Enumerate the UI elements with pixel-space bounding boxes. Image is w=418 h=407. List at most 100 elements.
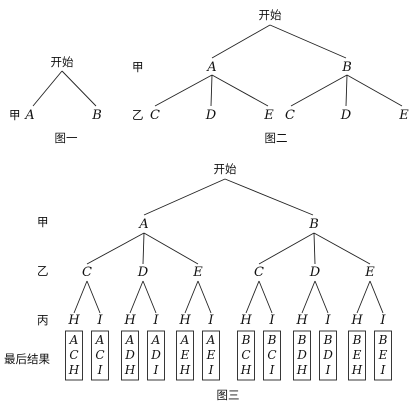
fig3-result-letter: I [325,363,331,377]
fig3-result-letter: B [297,333,307,347]
fig3-node-A-E-H: H [178,313,191,328]
fig2-player2-label: 乙 [132,108,144,122]
fig2-node-b-e: E [398,108,409,123]
fig3-result-letter: B [352,333,362,347]
fig3-result-letter: B [323,333,333,347]
fig3-result-box-ACI [91,330,109,381]
fig3-edge-A-E [143,232,199,265]
fig2-edge-a-c [154,74,213,107]
fig3-result-letter: H [68,363,80,377]
fig3-edge-B-E-H [356,280,371,314]
fig2-node-a-e: E [263,108,274,123]
fig3-result-letter: A [180,333,190,347]
fig3-result-box-AEI [202,330,220,381]
fig3-result-letter: D [322,348,333,362]
fig3-edge-A-C-I [86,280,101,314]
fig3-node-A-C-I: I [96,313,103,328]
fig3-edge-B-D [313,232,316,265]
figure-3: 开始 甲 A B 乙 丙 最后结果 CHACHIACIDHADHIADIEHAE… [4,162,392,402]
fig3-result-letter: E [352,348,362,362]
fig3-result-letter: D [150,348,161,362]
fig3-result-letter: E [206,348,216,362]
fig3-node-B-D-I: I [324,313,331,328]
fig2-caption: 图二 [265,131,288,145]
fig3-edge-B-C-H [245,280,260,314]
figure-2: 开始 甲 A B 乙 C D E C D E 图二 [132,8,409,145]
fig2-edge-b-e [346,74,403,107]
fig3-result-letter: I [269,363,275,377]
fig3-edge-B-C [258,232,315,265]
fig3-result-letter: C [241,348,250,362]
fig3-result-letter: A [151,333,161,347]
fig3-node-B-D-H: H [295,313,308,328]
fig3-result-letter: H [240,363,252,377]
fig3-final-label: 最后结果 [4,352,50,366]
fig2-player1-label: 甲 [132,60,144,74]
fig3-result-letter: H [296,363,308,377]
fig3-edge-A-D [142,232,145,265]
fig2-start-label: 开始 [259,8,282,22]
fig3-node-A-D-I: I [152,313,159,328]
fig2-node-b-d: D [340,108,352,123]
fig3-player2-label: 乙 [37,264,49,278]
fig3-node-A-E: E [192,265,203,280]
fig3-edge-A-D-I [142,280,157,314]
fig3-result-letter: I [380,363,386,377]
fig3-node-b: B [308,217,319,232]
fig3-result-letter: B [241,333,251,347]
fig3-result-box-BEI [374,330,392,381]
fig3-result-letter: I [153,363,159,377]
fig3-result-letter: D [124,348,135,362]
fig3-result-letter: C [267,348,276,362]
fig3-caption: 图三 [217,388,240,402]
fig2-edge-a [211,24,271,59]
fig3-result-letter: E [378,348,388,362]
fig3-node-A-C-H: H [67,313,80,328]
fig2-node-b-c: C [285,108,295,123]
fig3-result-box-BCI [263,330,281,381]
fig3-edge-A-E-H [184,280,199,314]
fig3-result-letter: E [180,348,190,362]
fig3-result-letter: A [125,333,135,347]
fig3-node-A-C: C [82,265,92,280]
fig2-edge-a-e [211,74,269,107]
fig3-result-letter: H [124,363,136,377]
fig3-result-box-ADH [121,330,139,381]
fig3-result-letter: B [267,333,277,347]
fig3-edge-A-C [86,232,145,265]
fig3-result-letter: I [97,363,103,377]
fig3-result-letter: H [179,363,191,377]
fig3-result-letter: A [206,333,216,347]
fig2-node-a-d: D [205,108,217,123]
fig3-edge-A-E-I [197,280,212,314]
fig3-node-A-D-H: H [123,313,136,328]
fig3-tree: CHACHIACIDHADHIADIEHAEHIAEICHBCHIBCIDHBD… [65,232,392,381]
fig3-start-label: 开始 [214,162,237,176]
fig3-result-box-BDI [319,330,337,381]
fig3-edge-B-E [313,232,371,265]
fig3-edge-B-D-H [301,280,316,314]
fig3-edge-B-C-I [258,280,273,314]
fig3-result-letter: I [208,363,214,377]
fig3-edge-B-D-I [314,280,329,314]
fig3-node-A-D: D [137,265,149,280]
fig2-node-b: B [341,60,352,75]
fig3-result-letter: B [378,333,388,347]
fig3-edge-a [143,178,226,216]
fig1-start-label: 开始 [51,55,74,69]
fig2-edge-b-c [290,74,348,107]
fig3-node-B-E-H: H [350,313,363,328]
fig2-edge-b-d [345,74,348,107]
fig3-edge-A-C-H [73,280,88,314]
fig3-node-B-C-I: I [268,313,275,328]
figure-1: 开始 甲 A B 图一 [9,55,102,145]
fig2-edge-a-d [210,74,213,107]
fig3-node-A-E-I: I [207,313,214,328]
fig3-node-B-C-H: H [239,313,252,328]
fig3-result-box-AEH [176,330,194,381]
fig3-result-letter: A [69,333,79,347]
fig3-edge-B-E-I [369,280,384,314]
fig3-result-letter: C [69,348,78,362]
fig3-result-box-BDH [293,330,311,381]
